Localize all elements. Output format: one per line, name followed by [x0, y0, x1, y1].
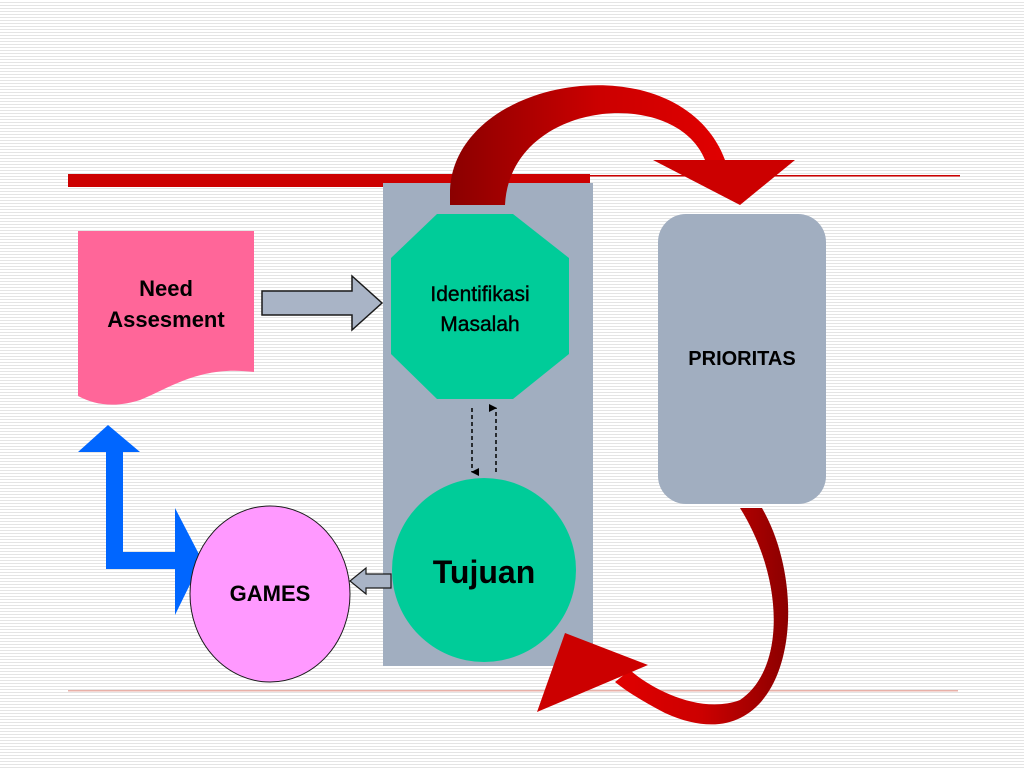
red-arrowhead-top — [653, 160, 795, 205]
prioritas-box — [658, 214, 826, 504]
block-arrow-left — [349, 566, 392, 596]
tujuan-circle — [392, 478, 576, 662]
red-arrowhead-bottom — [537, 633, 648, 712]
need-assessment-label: Need Assesment — [78, 273, 254, 335]
need-assessment-shape — [78, 231, 254, 405]
red-curved-arrow-bottom — [615, 508, 789, 725]
identifikasi-label: Identifikasi Masalah — [390, 280, 570, 340]
red-curved-arrow-top — [450, 85, 725, 205]
games-circle — [189, 505, 351, 683]
need-assessment-line1: Need — [139, 276, 193, 301]
block-arrow-right — [261, 274, 384, 332]
identifikasi-line1: Identifikasi — [430, 283, 530, 306]
prioritas-label: PRIORITAS — [688, 348, 796, 370]
identifikasi-line2: Masalah — [440, 313, 520, 336]
games-label: GAMES — [229, 581, 311, 606]
identifikasi-octagon — [391, 214, 569, 399]
need-assessment-line2: Assesment — [107, 307, 225, 332]
blue-bent-arrow — [78, 425, 202, 615]
tujuan-label: Tujuan — [432, 554, 536, 590]
footer-rule — [68, 690, 958, 692]
